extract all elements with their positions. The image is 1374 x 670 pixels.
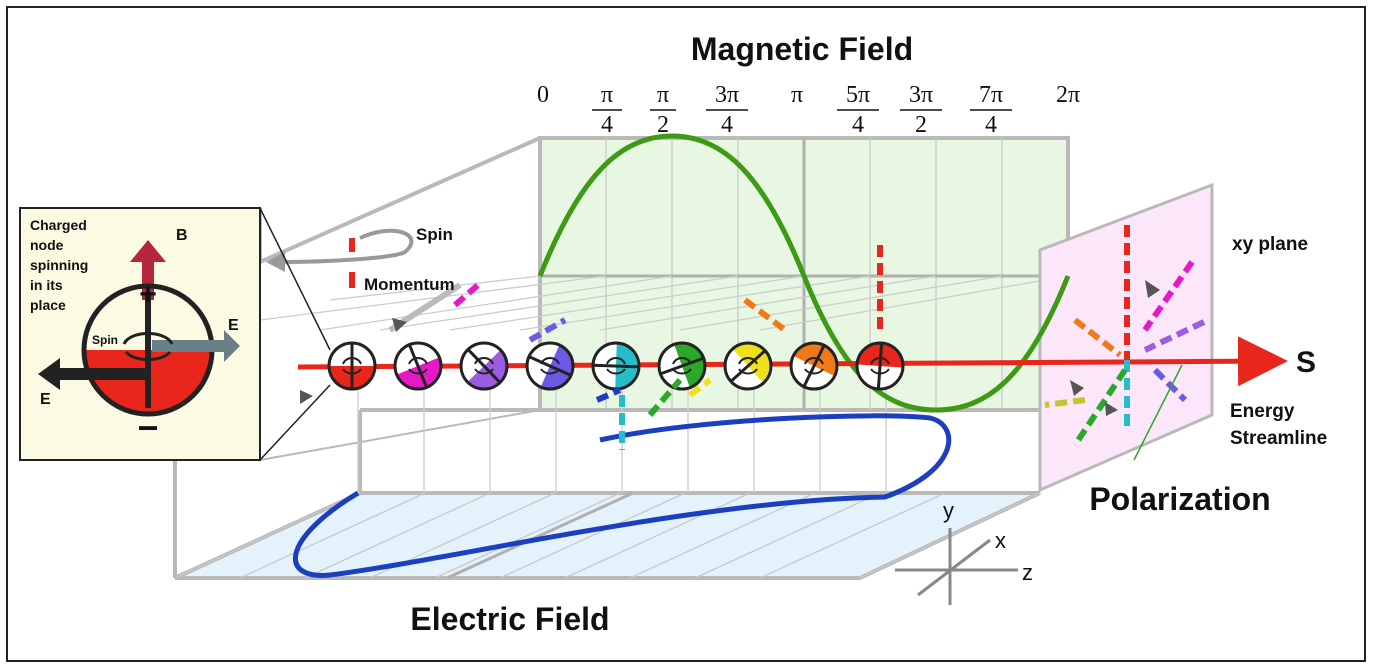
polarization-dashes: [453, 225, 1206, 450]
phase-0: 0: [537, 82, 549, 108]
phase-7pi4-num: 7π: [979, 82, 1003, 108]
phase-3pi4-den: 4: [721, 112, 733, 138]
xy-plane-label: xy plane: [1232, 234, 1308, 255]
energy-streamline-line: [1133, 364, 1183, 461]
inset-line-5: place: [30, 297, 66, 313]
inset-line-3: spinning: [30, 257, 88, 273]
phase-3pi4-num: 3π: [715, 82, 739, 108]
axis-y-label: y: [943, 498, 954, 523]
phase-5pi4-num: 5π: [846, 82, 870, 108]
phase-pi4-den: 4: [601, 112, 613, 138]
phase-3pi2-den: 2: [915, 112, 927, 138]
streamline-label: Streamline: [1230, 428, 1327, 449]
axis-z-label: z: [1022, 560, 1033, 585]
spinning-nodes: [327, 341, 905, 391]
inset-line-1: Charged: [30, 217, 87, 233]
inset-panel: [19, 207, 331, 461]
inset-e-left-label: E: [40, 391, 51, 408]
spinning-node: [459, 341, 509, 391]
inset-spin-label: Spin: [92, 333, 118, 347]
spinning-node: [855, 341, 905, 391]
phase-pi2-num: π: [657, 82, 669, 108]
spinning-node: [525, 341, 575, 391]
phase-7pi4-den: 4: [985, 112, 997, 138]
rotation-arrows: [300, 280, 1160, 416]
phase-pi: π: [791, 82, 803, 108]
phase-2pi: 2π: [1056, 82, 1080, 108]
axis-x-label: x: [995, 528, 1006, 553]
spin-label: Spin: [416, 225, 453, 244]
phase-3pi2-num: 3π: [909, 82, 933, 108]
axes-indicator: [895, 528, 1018, 605]
electric-field-title: Electric Field: [410, 601, 609, 637]
inset-e-right-label: E: [228, 317, 239, 334]
spinning-node: [657, 341, 707, 391]
spinning-node: [723, 341, 773, 391]
magnetic-wave: [537, 133, 1071, 413]
magnetic-field-title: Magnetic Field: [691, 31, 913, 67]
polarization-title: Polarization: [1089, 481, 1270, 517]
spin-indicator: [266, 228, 414, 288]
energy-label: Energy: [1230, 401, 1295, 422]
inset-plus-sign: +: [139, 278, 157, 311]
electric-wave: [292, 413, 952, 578]
s-label: S: [1296, 346, 1316, 379]
momentum-label: Momentum: [364, 275, 455, 294]
spinning-node: [327, 341, 377, 391]
inset-line-4: in its: [30, 277, 63, 293]
phase-5pi4-den: 4: [852, 112, 864, 138]
spinning-node: [591, 341, 641, 391]
inset-text: Charged node spinning in its place B E E…: [30, 217, 239, 448]
phase-axis-labels: 0 π 4 π 2 3π 4 π 5π 4 3π 2 7π 4 2π: [537, 82, 1080, 138]
inset-line-2: node: [30, 237, 64, 253]
phase-pi4-num: π: [601, 82, 613, 108]
phase-pi2-den: 2: [657, 112, 669, 138]
inset-b-label: B: [176, 227, 188, 244]
spinning-node: [393, 341, 443, 391]
inset-minus-sign: −: [137, 407, 158, 448]
spinning-node: [789, 341, 839, 391]
